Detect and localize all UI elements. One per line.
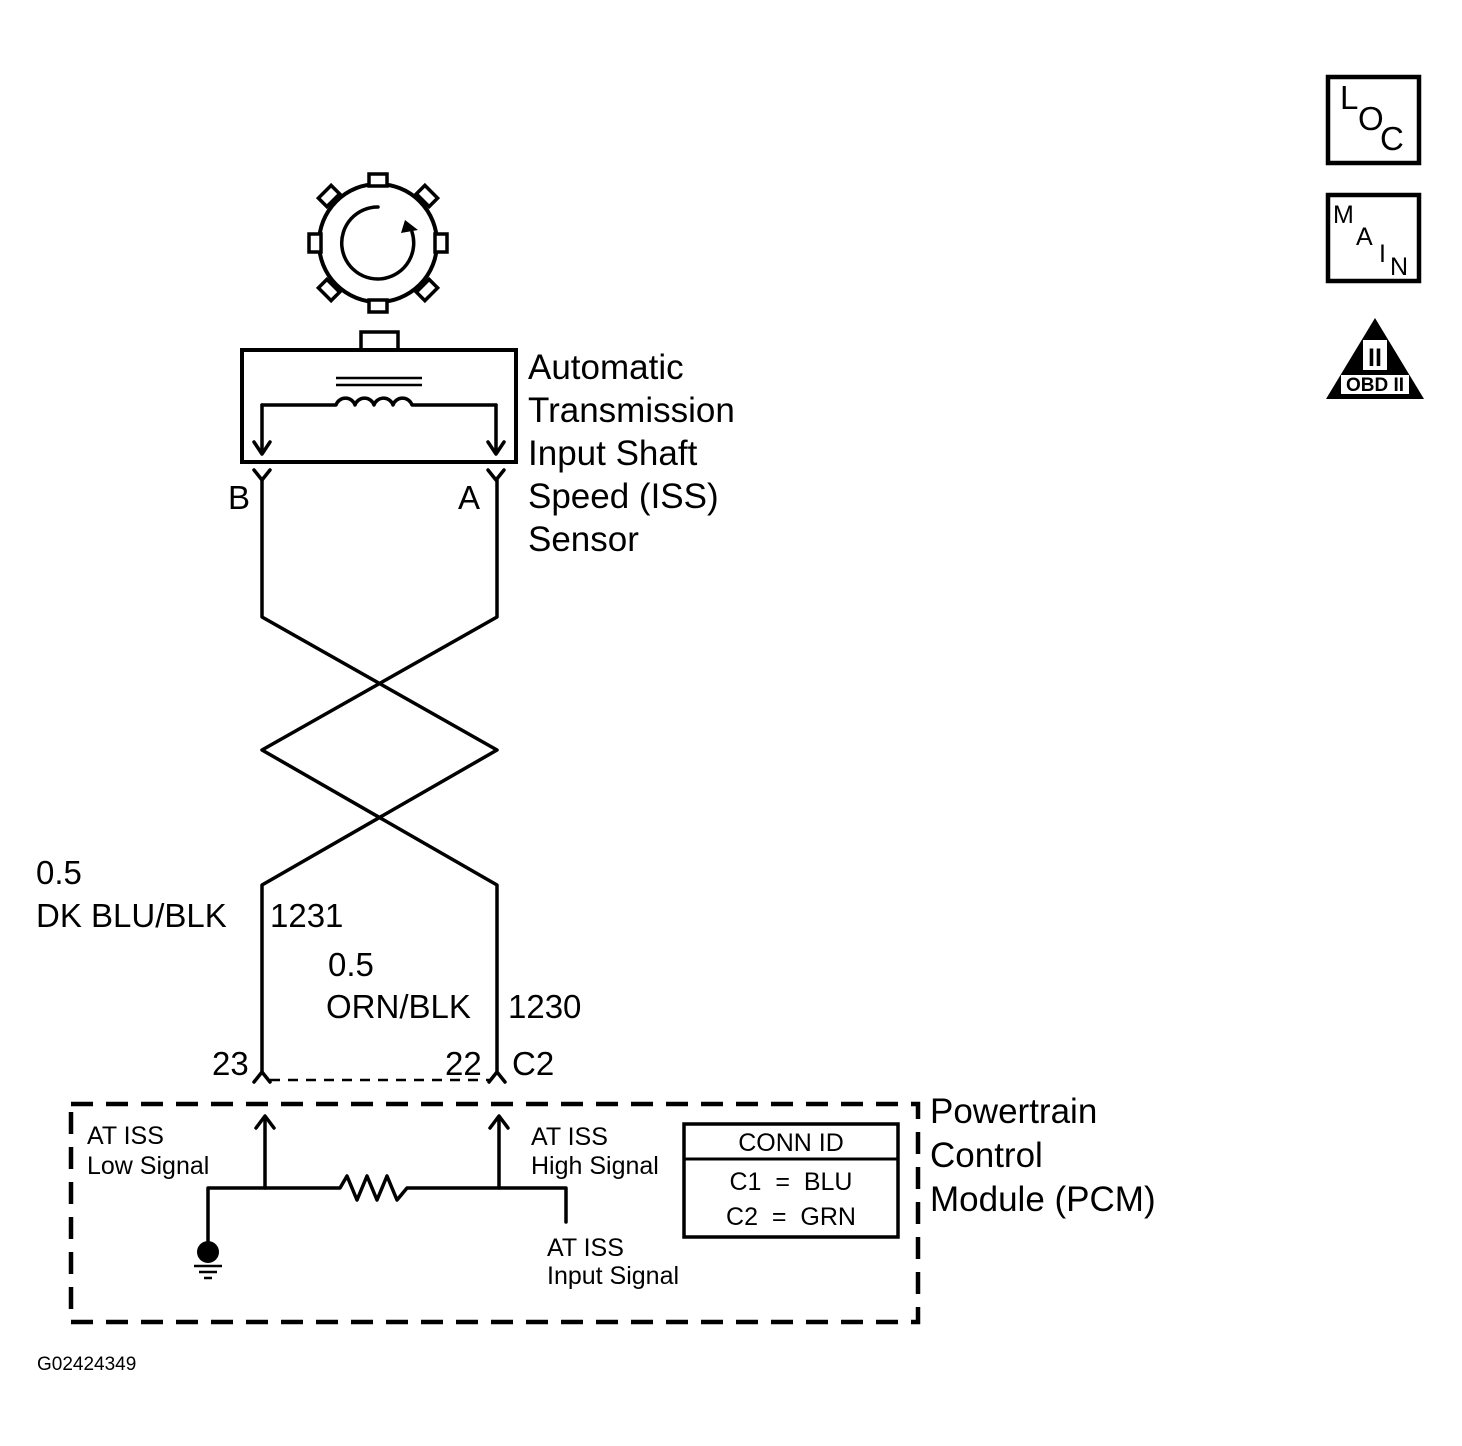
iss-sensor-body: [240, 330, 518, 464]
figure-id: G02424349: [37, 1354, 136, 1375]
connector-c2: 23 22 C2: [212, 1045, 554, 1084]
svg-text:AT ISS: AT ISS: [531, 1123, 608, 1151]
sensor-name: Automatic Transmission Input Shaft Speed…: [528, 348, 735, 559]
svg-text:II: II: [1368, 344, 1382, 372]
pin-22-label: 22: [445, 1045, 482, 1082]
svg-text:Transmission: Transmission: [528, 391, 735, 430]
low-signal-label: AT ISS Low Signal: [87, 1122, 209, 1180]
svg-text:I: I: [1379, 240, 1386, 268]
wire-high-label: 0.5 ORN/BLK 1230: [326, 946, 581, 1025]
connector-label: C2: [512, 1045, 554, 1082]
conn-id-row: C2 = GRN: [726, 1203, 856, 1231]
svg-text:Sensor: Sensor: [528, 520, 639, 559]
input-signal-label: AT ISS Input Signal: [547, 1234, 679, 1290]
pcm-boundary: [68, 1101, 921, 1325]
twisted-pair-wires: [260, 478, 499, 1074]
wire-low: [260, 478, 499, 1074]
obd-ii-icon[interactable]: II OBD II: [1326, 318, 1424, 399]
svg-text:A: A: [458, 479, 480, 516]
pin-23-label: 23: [212, 1045, 249, 1082]
svg-text:Speed (ISS): Speed (ISS): [528, 477, 719, 516]
svg-text:Control: Control: [930, 1136, 1043, 1175]
ground-icon: [194, 1241, 222, 1280]
svg-text:Module (PCM): Module (PCM): [930, 1180, 1156, 1219]
svg-text:Automatic: Automatic: [528, 348, 684, 387]
svg-text:Input Signal: Input Signal: [547, 1262, 679, 1290]
wire-low-label: 0.5 DK BLU/BLK 1231: [36, 854, 343, 934]
conn-id-row: C1 = BLU: [730, 1168, 853, 1196]
svg-text:0.5: 0.5: [328, 946, 374, 983]
loc-icon[interactable]: L O C: [1325, 74, 1422, 166]
svg-text:N: N: [1390, 253, 1408, 281]
resistor-icon: [206, 1174, 568, 1252]
conn-id-table: CONN ID C1 = BLU C2 = GRN: [682, 1122, 900, 1239]
svg-text:O: O: [1358, 100, 1384, 137]
svg-text:Powertrain: Powertrain: [930, 1092, 1097, 1131]
svg-text:A: A: [1356, 223, 1373, 251]
conn-id-title: CONN ID: [738, 1129, 844, 1157]
svg-text:1230: 1230: [508, 988, 581, 1025]
svg-text:AT ISS: AT ISS: [547, 1234, 624, 1262]
svg-text:M: M: [1333, 201, 1354, 229]
svg-text:OBD II: OBD II: [1346, 375, 1404, 396]
reluctor-wheel-icon: [307, 172, 449, 314]
svg-text:0.5: 0.5: [36, 854, 82, 891]
main-icon[interactable]: M A I N: [1325, 192, 1422, 284]
svg-text:Input Shaft: Input Shaft: [528, 434, 698, 473]
svg-text:Low Signal: Low Signal: [87, 1152, 209, 1180]
svg-text:DK BLU/BLK: DK BLU/BLK: [36, 897, 227, 934]
svg-text:AT ISS: AT ISS: [87, 1122, 164, 1150]
svg-text:C: C: [1380, 120, 1404, 157]
high-signal-label: AT ISS High Signal: [531, 1123, 659, 1180]
pcm-internal-circuit: [206, 1114, 568, 1252]
svg-text:B: B: [228, 479, 250, 516]
svg-text:High Signal: High Signal: [531, 1152, 659, 1180]
wire-high: [260, 478, 499, 1074]
svg-text:1231: 1231: [270, 897, 343, 934]
pcm-name: Powertrain Control Module (PCM): [930, 1092, 1156, 1219]
svg-text:ORN/BLK: ORN/BLK: [326, 988, 471, 1025]
svg-text:L: L: [1340, 79, 1358, 116]
